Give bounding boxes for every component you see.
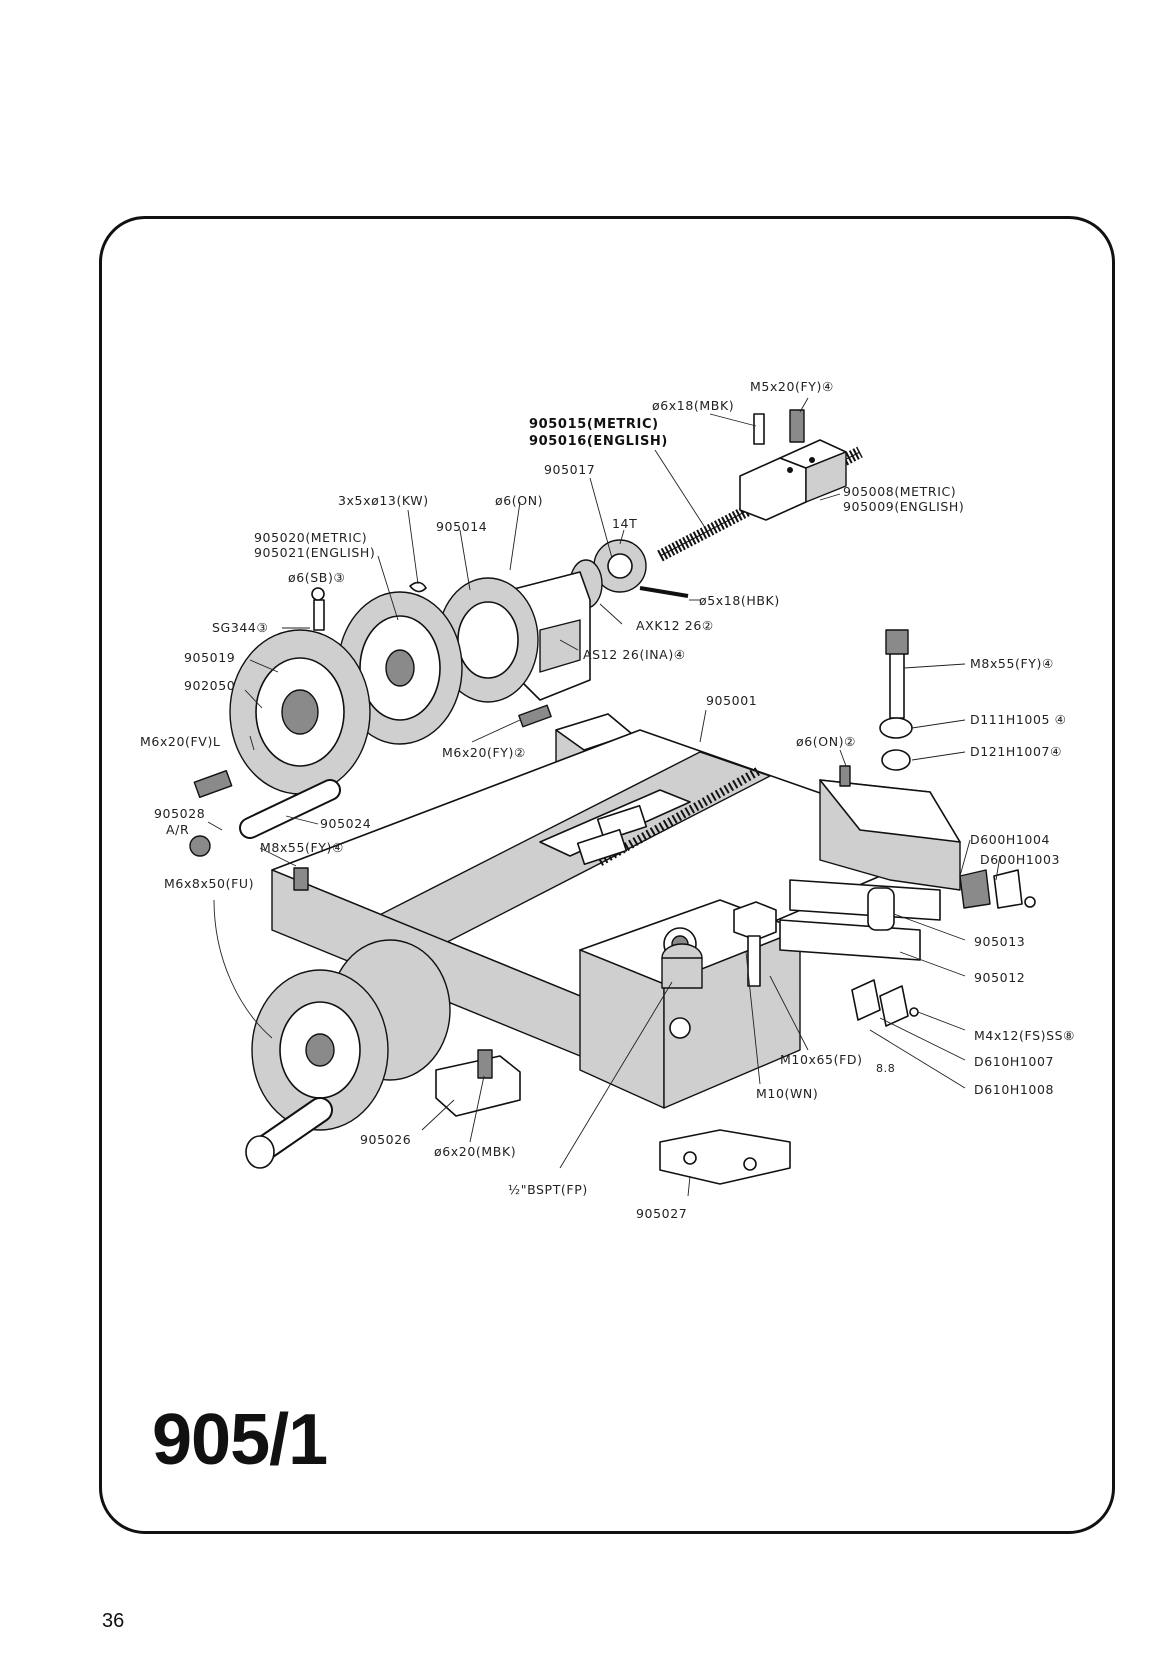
label-m5x20-fy: M5x20(FY)④ bbox=[750, 379, 834, 394]
label-905027: 905027 bbox=[636, 1206, 687, 1221]
label-d6-on-right: ø6(ON)② bbox=[796, 734, 856, 749]
gib-and-bracket-parts bbox=[435, 629, 1036, 1185]
label-grade-88: 8.8 bbox=[876, 1062, 895, 1075]
slide-base-905001 bbox=[271, 713, 961, 1109]
figure-frame bbox=[99, 216, 1115, 1534]
label-d6-sb: ø6(SB)③ bbox=[288, 570, 345, 585]
label-3x5x13-kw: 3x5xø13(KW) bbox=[338, 493, 429, 508]
label-m10-wn: M10(WN) bbox=[756, 1086, 818, 1101]
label-905013: 905013 bbox=[974, 934, 1025, 949]
label-905021-english: 905021(ENGLISH) bbox=[254, 545, 375, 560]
leadscrew-assembly bbox=[569, 409, 863, 609]
label-axk1226: AXK12 26② bbox=[636, 618, 714, 633]
label-d5x18-hbk: ø5x18(HBK) bbox=[699, 593, 780, 608]
label-d6x18-mbk: ø6x18(MBK) bbox=[652, 398, 734, 413]
label-905024: 905024 bbox=[320, 816, 371, 831]
part-labels: M5x20(FY)④ ø6x18(MBK) 905015(METRIC) 905… bbox=[140, 379, 1075, 1221]
label-d600h1003: D600H1003 bbox=[980, 852, 1060, 867]
label-d610h1007: D610H1007 bbox=[974, 1054, 1054, 1069]
label-905009-english: 905009(ENGLISH) bbox=[843, 499, 964, 514]
label-905017: 905017 bbox=[544, 462, 595, 477]
figure-number: 905/1 bbox=[152, 1400, 328, 1480]
label-d6-on-top: ø6(ON) bbox=[495, 493, 543, 508]
label-d111h1005: D111H1005 ④ bbox=[970, 712, 1066, 727]
label-14t: 14T bbox=[612, 516, 637, 531]
label-905014: 905014 bbox=[436, 519, 487, 534]
label-905015-metric: 905015(METRIC) bbox=[529, 417, 659, 432]
label-d600h1004: D600H1004 bbox=[970, 832, 1050, 847]
label-905028: 905028 bbox=[154, 806, 205, 821]
label-m6x20-fy: M6x20(FY)② bbox=[442, 745, 526, 760]
handwheel-upper-assembly bbox=[189, 571, 591, 891]
label-as1226-ina: AS12 26(INA)④ bbox=[583, 647, 686, 662]
handwheel-lower-assembled bbox=[213, 899, 451, 1169]
label-m4x12-fs-ss: M4x12(FS)SS⑧ bbox=[974, 1028, 1075, 1043]
leader-lines bbox=[207, 397, 1001, 1197]
label-d610h1008: D610H1008 bbox=[974, 1082, 1054, 1097]
label-905001: 905001 bbox=[706, 693, 757, 708]
label-m8x55-fy-right: M8x55(FY)④ bbox=[970, 656, 1054, 671]
label-902050: 902050 bbox=[184, 678, 235, 693]
label-m10x65-fd: M10x65(FD) bbox=[780, 1052, 863, 1067]
label-sg344: SG344③ bbox=[212, 620, 268, 635]
label-m6x20-fv-l: M6x20(FV)L bbox=[140, 734, 221, 749]
label-905026: 905026 bbox=[360, 1132, 411, 1147]
label-905016-english: 905016(ENGLISH) bbox=[529, 434, 668, 449]
label-905008-metric: 905008(METRIC) bbox=[843, 484, 956, 499]
label-d121h1007: D121H1007④ bbox=[970, 744, 1062, 759]
label-905020-metric: 905020(METRIC) bbox=[254, 530, 367, 545]
label-a-r: A/R bbox=[166, 822, 189, 837]
label-d6x20-mbk: ø6x20(MBK) bbox=[434, 1144, 516, 1159]
label-905019: 905019 bbox=[184, 650, 235, 665]
label-m8x55-fy-left: M8x55(FY)④ bbox=[260, 840, 344, 855]
label-905012: 905012 bbox=[974, 970, 1025, 985]
label-m6x8x50-fu: M6x8x50(FU) bbox=[164, 876, 254, 891]
page-number: 36 bbox=[102, 1610, 125, 1632]
label-half-bspt: ½"BSPT(FP) bbox=[508, 1182, 588, 1197]
